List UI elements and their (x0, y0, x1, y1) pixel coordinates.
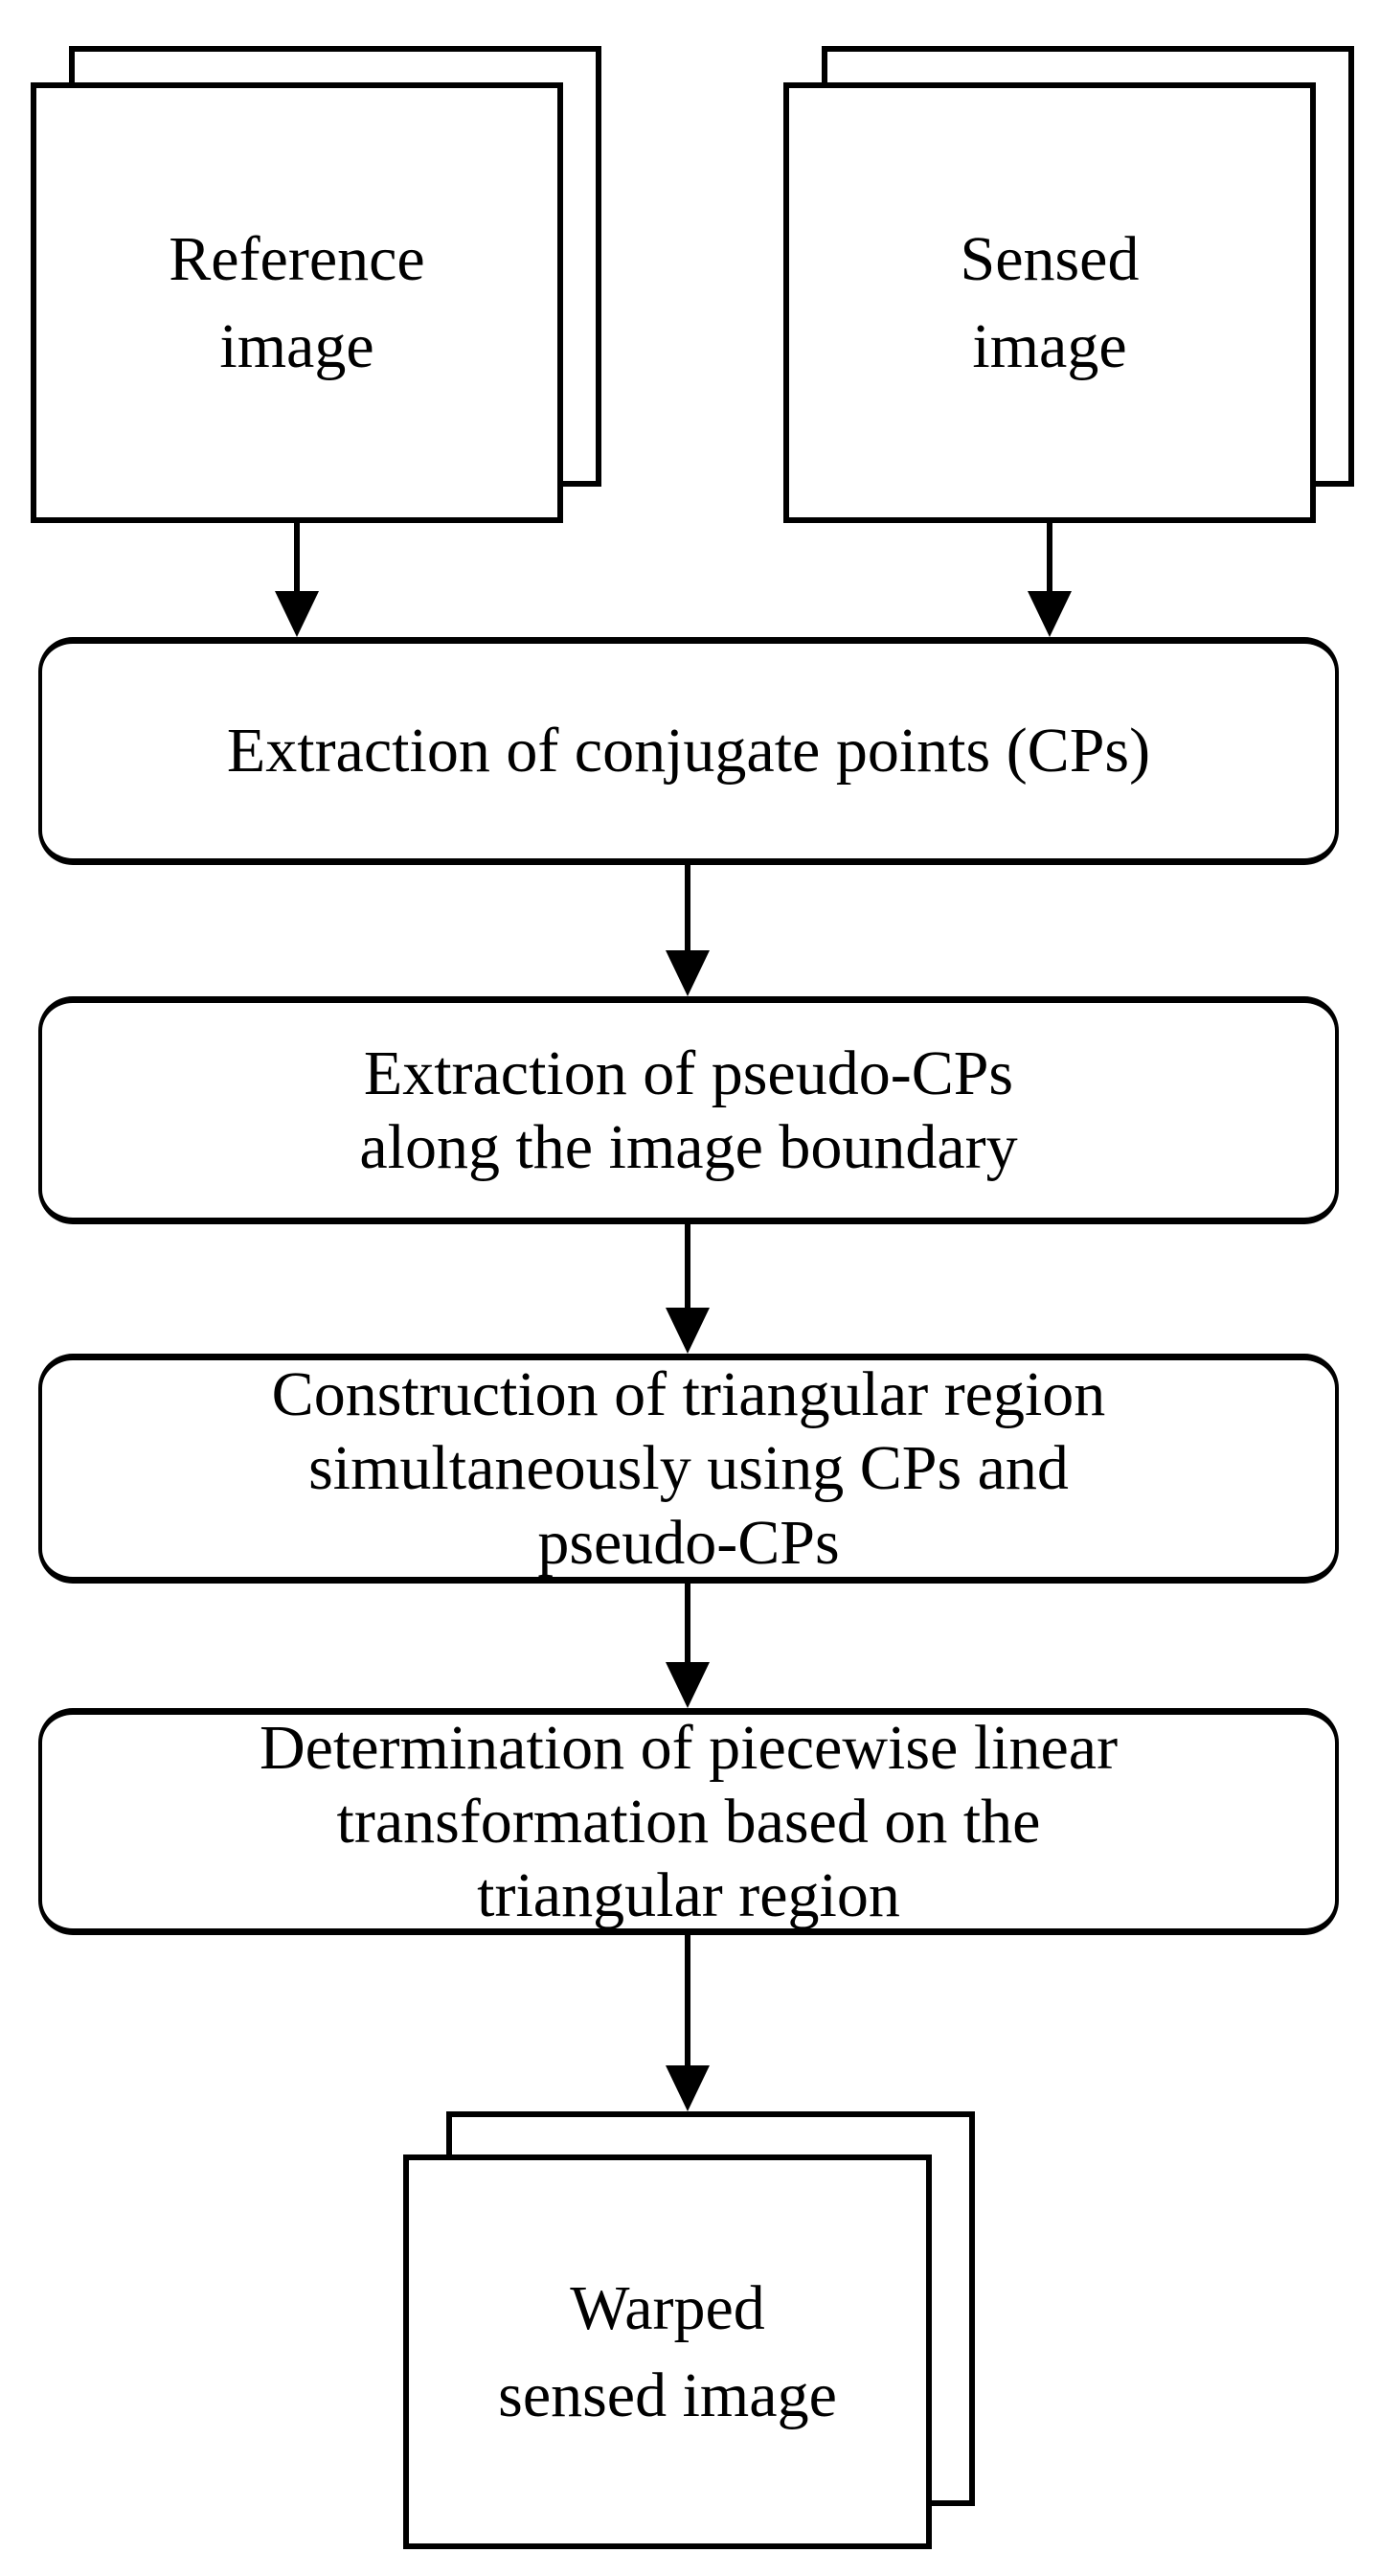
label-line: Determination of piecewise linear (259, 1712, 1119, 1783)
node-label: Extraction of pseudo-CPs along the image… (42, 1003, 1335, 1218)
node-label: Sensed image (789, 88, 1310, 517)
arrow-extract-cps-to-pseudo-cps (666, 862, 710, 996)
arrow-sensed-to-extract-cps (1028, 523, 1072, 637)
arrowhead-icon (666, 2065, 710, 2111)
node-sensed-image: Sensed image (0, 0, 1380, 536)
node-reference-image: Reference image (0, 0, 613, 536)
stacked-sheet-front: Reference image (31, 82, 563, 523)
node-piecewise-linear-transformation: Determination of piecewise linear transf… (38, 1708, 1339, 1935)
label-line: Warped (570, 2272, 765, 2343)
arrow-stem (1047, 523, 1052, 593)
label-line: Extraction of conjugate points (CPs) (226, 716, 1151, 786)
label-line: Sensed (960, 223, 1140, 294)
arrow-stem (294, 523, 300, 593)
label-line: along the image boundary (359, 1112, 1018, 1182)
node-label: Reference image (36, 88, 557, 517)
arrowhead-icon (666, 1308, 710, 1354)
arrow-stem (685, 1935, 690, 2067)
arrowhead-icon (666, 1662, 710, 1708)
arrow-pseudo-cps-to-triangular (666, 1224, 710, 1354)
node-warped-sensed-image: Warped sensed image (0, 2060, 1380, 2576)
node-label: Determination of piecewise linear transf… (42, 1713, 1335, 1930)
label-line: image (219, 311, 374, 381)
arrow-piecewise-to-warped-image (666, 1935, 710, 2111)
node-construct-triangular-region: Construction of triangular region simult… (38, 1354, 1339, 1584)
label-line: sensed image (498, 2360, 837, 2430)
arrow-reference-to-extract-cps (275, 523, 319, 637)
label-line: simultaneously using CPs and (308, 1433, 1069, 1504)
node-label: Warped sensed image (409, 2160, 926, 2543)
stacked-sheet-front: Warped sensed image (403, 2154, 932, 2549)
node-extract-cps: Extraction of conjugate points (CPs) (38, 637, 1339, 865)
node-extract-pseudo-cps: Extraction of pseudo-CPs along the image… (38, 996, 1339, 1224)
node-label: Construction of triangular region simult… (42, 1359, 1335, 1578)
label-line: image (972, 311, 1127, 381)
arrow-stem (685, 862, 690, 952)
arrow-stem (685, 1224, 690, 1310)
label-line: pseudo-CPs (537, 1507, 840, 1578)
label-line: transformation based on the (336, 1786, 1041, 1857)
label-line: Extraction of pseudo-CPs (363, 1037, 1014, 1108)
arrowhead-icon (275, 591, 319, 637)
arrow-stem (685, 1584, 690, 1664)
stacked-sheet-front: Sensed image (783, 82, 1316, 523)
arrow-triangular-to-piecewise (666, 1584, 710, 1708)
arrowhead-icon (1028, 591, 1072, 637)
node-label: Extraction of conjugate points (CPs) (42, 644, 1335, 858)
label-line: Construction of triangular region (271, 1359, 1106, 1430)
arrowhead-icon (666, 950, 710, 996)
label-line: Reference (169, 223, 425, 294)
label-line: triangular region (477, 1860, 900, 1931)
